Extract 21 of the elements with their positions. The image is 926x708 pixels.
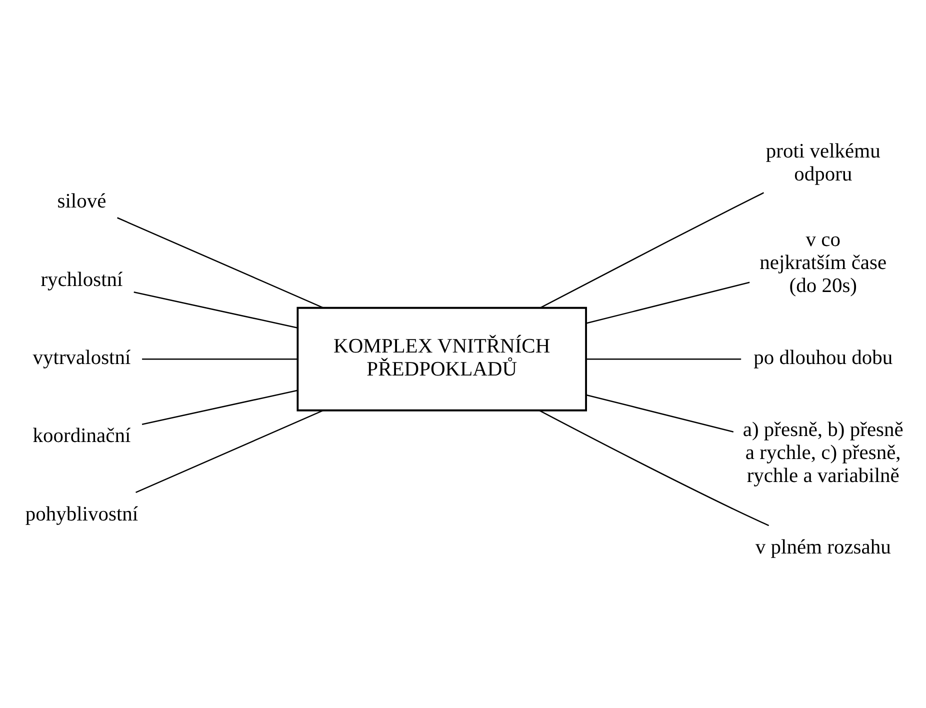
node-text: v co nejkratším čase (do 20s) [760,229,887,298]
connector [540,192,764,308]
connector [134,291,298,328]
connector [586,282,750,324]
connector [538,410,770,526]
connector [142,358,298,360]
node-text: v plném rozsahu [755,536,891,559]
connector [586,394,734,432]
node-text: vytrvalostní [32,346,131,369]
connector [142,390,298,426]
node-text: koordinační [32,425,131,448]
node-text: po dlouhou dobu [754,346,893,369]
node-text: rychlostní [40,268,123,291]
node-text: silové [57,190,106,213]
connector [117,217,324,308]
node-box: KOMPLEX VNITŘNÍCH PŘEDPOKLADŮ [296,306,587,412]
node-text: a) přesně, b) přesně a rychle, c) přesně, rychle a variabilně [742,418,904,487]
connector [136,410,324,493]
node-text: pohyblivostní [25,503,138,526]
node-text: proti velkému odporu [766,140,880,186]
connector [586,358,742,360]
